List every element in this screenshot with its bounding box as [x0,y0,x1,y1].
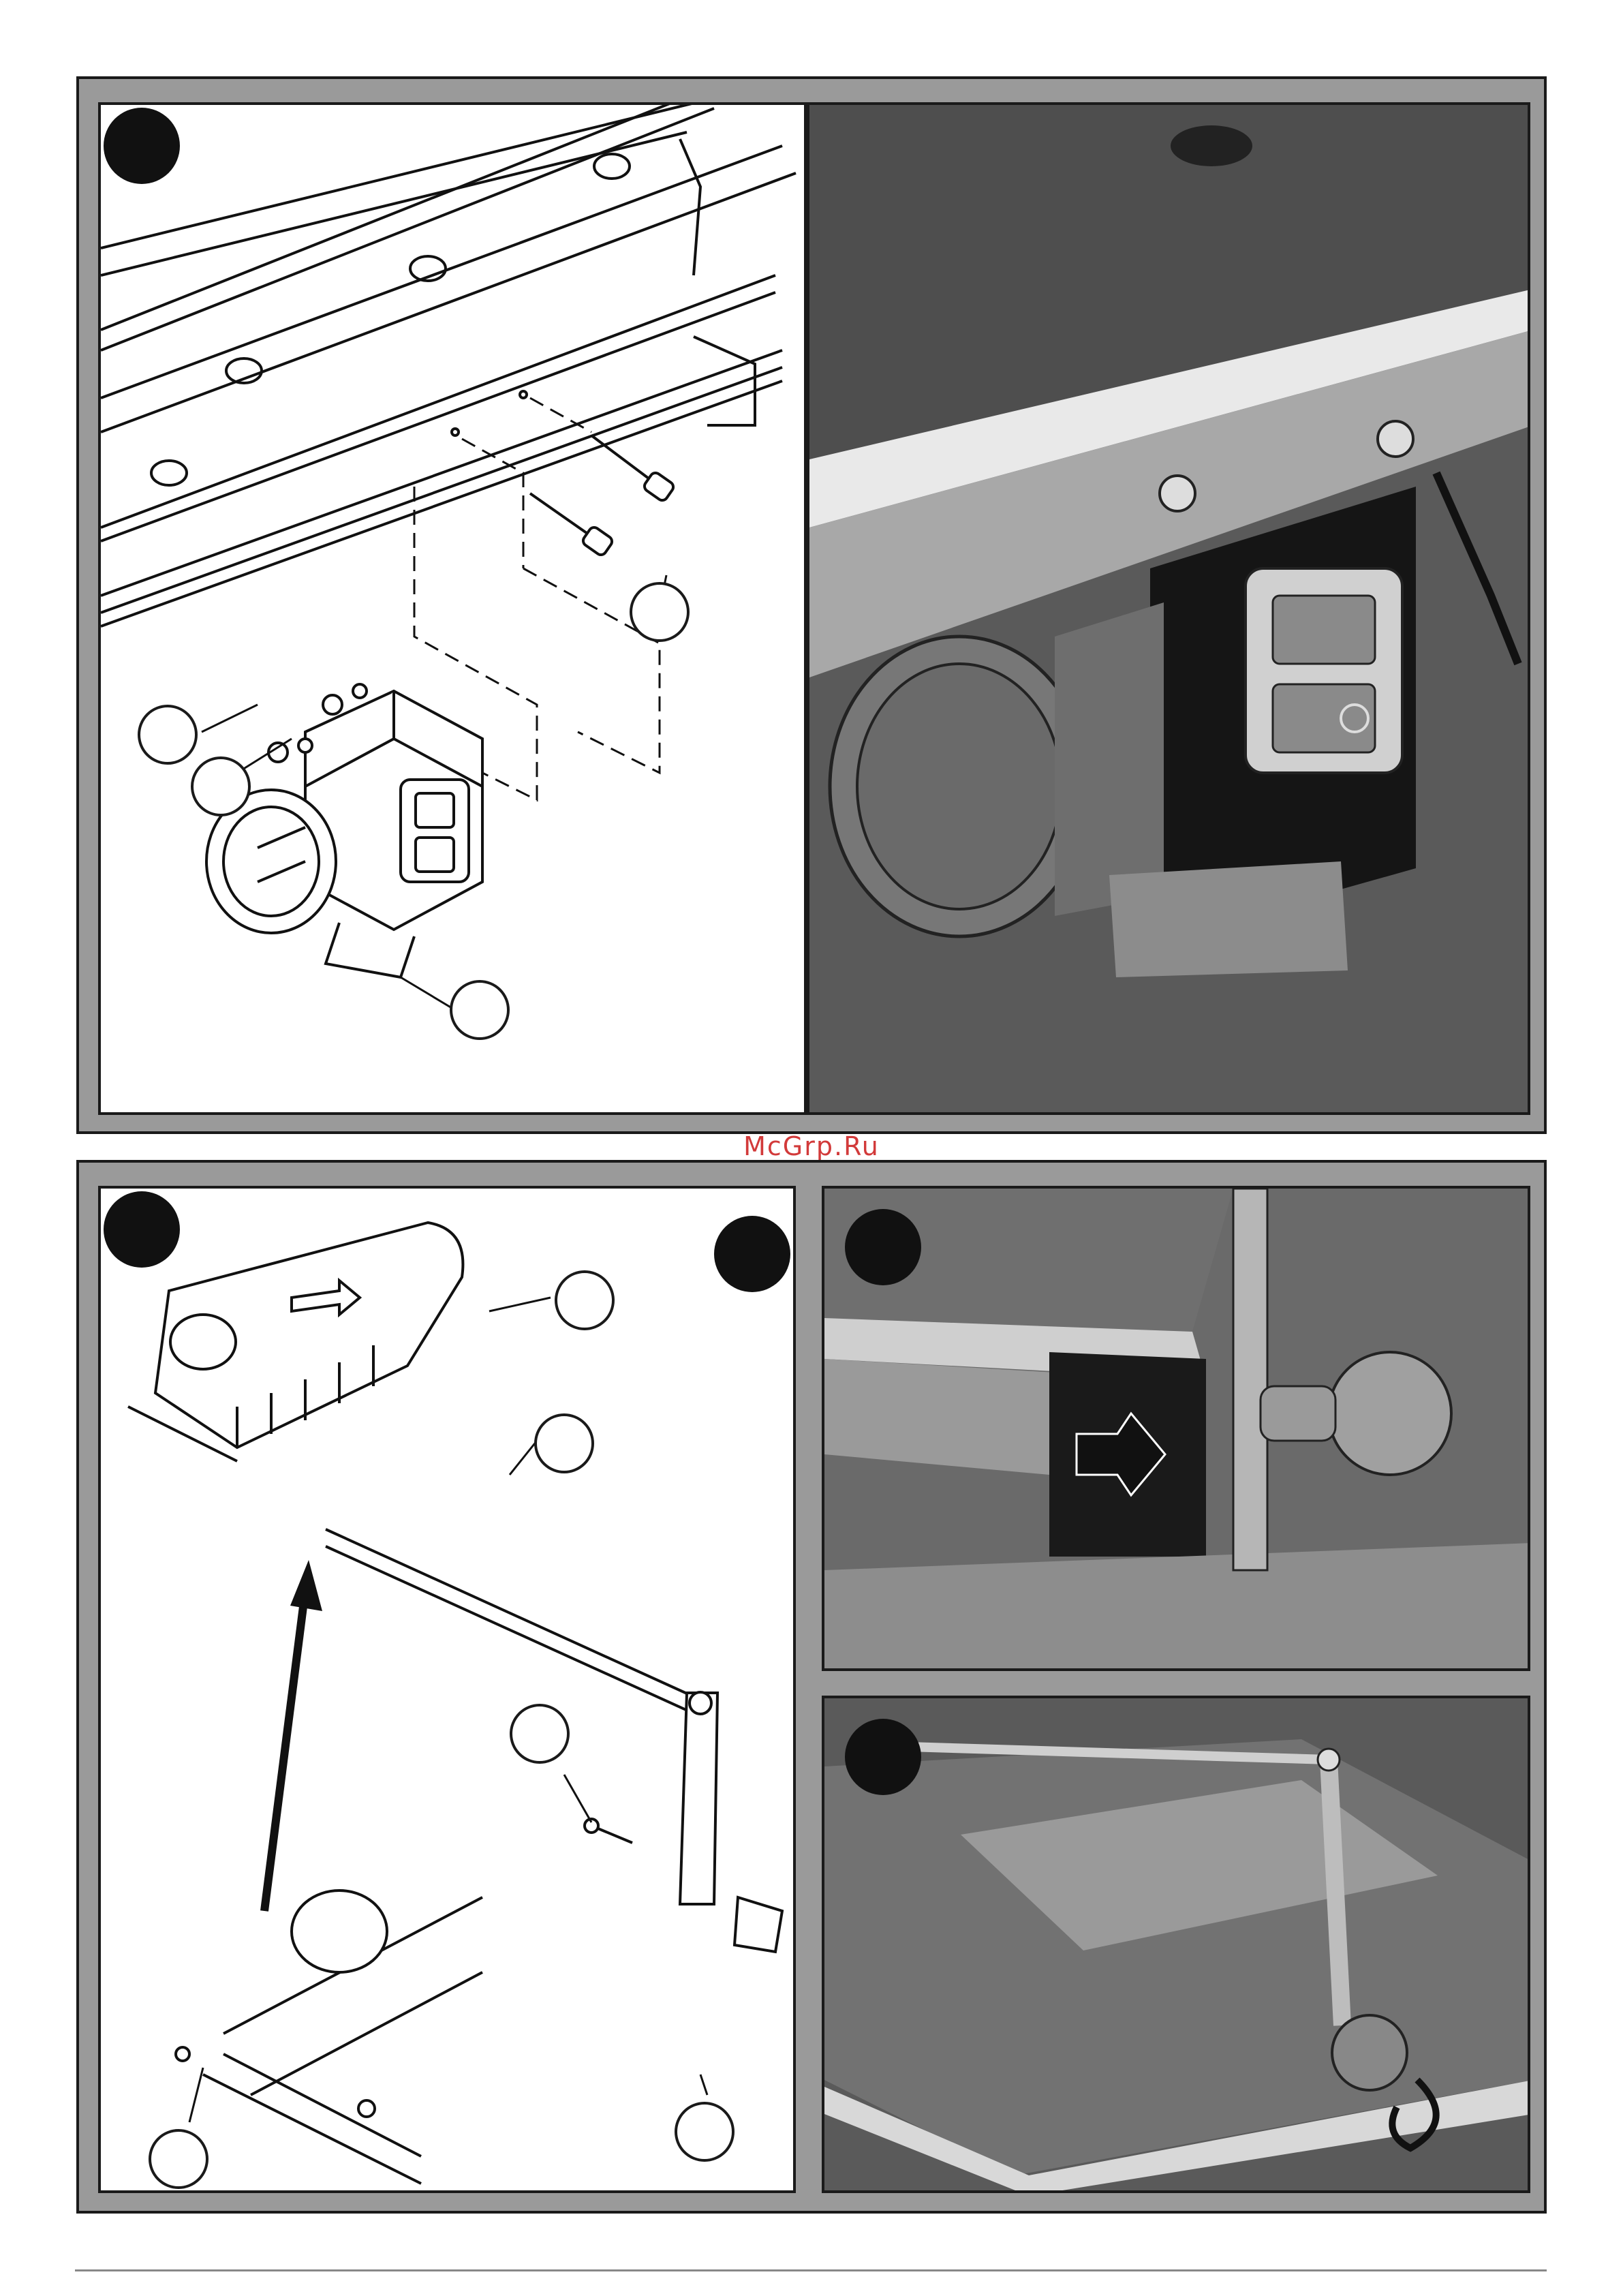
guard-assembly-diagram [101,1189,796,2193]
callout-4 [450,980,510,1040]
diagram-panel-guard [98,1186,796,2193]
step-badge-d [845,1209,921,1285]
callout-3 [191,756,251,816]
callout-1 [630,582,690,642]
callout-2 [534,1413,594,1473]
callout-1 [555,1270,615,1330]
step-badge-e [845,1719,921,1795]
mounting-arm-photo-illustration [824,1189,1530,1671]
figure-frame-bottom [76,1160,1547,2214]
diagram-panel-mounting [98,102,807,1115]
callout-5 [149,2129,208,2189]
photo-panel-mounting-arm [822,1186,1530,1671]
callout-3 [510,1704,570,1764]
photo-panel-guard-rod [822,1696,1530,2193]
step-badge-b [104,1191,180,1268]
figure-frame-top [76,76,1547,1134]
guard-rod-photo-illustration [824,1698,1530,2193]
step-badge-c [714,1216,790,1292]
callout-2 [138,705,198,765]
photo-panel-switch [807,102,1530,1115]
switch-mounting-diagram [101,105,807,1115]
page-footer-rule [75,2269,1547,2271]
watermark-text: McGrp.Ru [0,1131,1623,1161]
step-badge-a [104,108,180,184]
callout-4 [675,2102,735,2162]
switch-photo-illustration [809,105,1530,1115]
